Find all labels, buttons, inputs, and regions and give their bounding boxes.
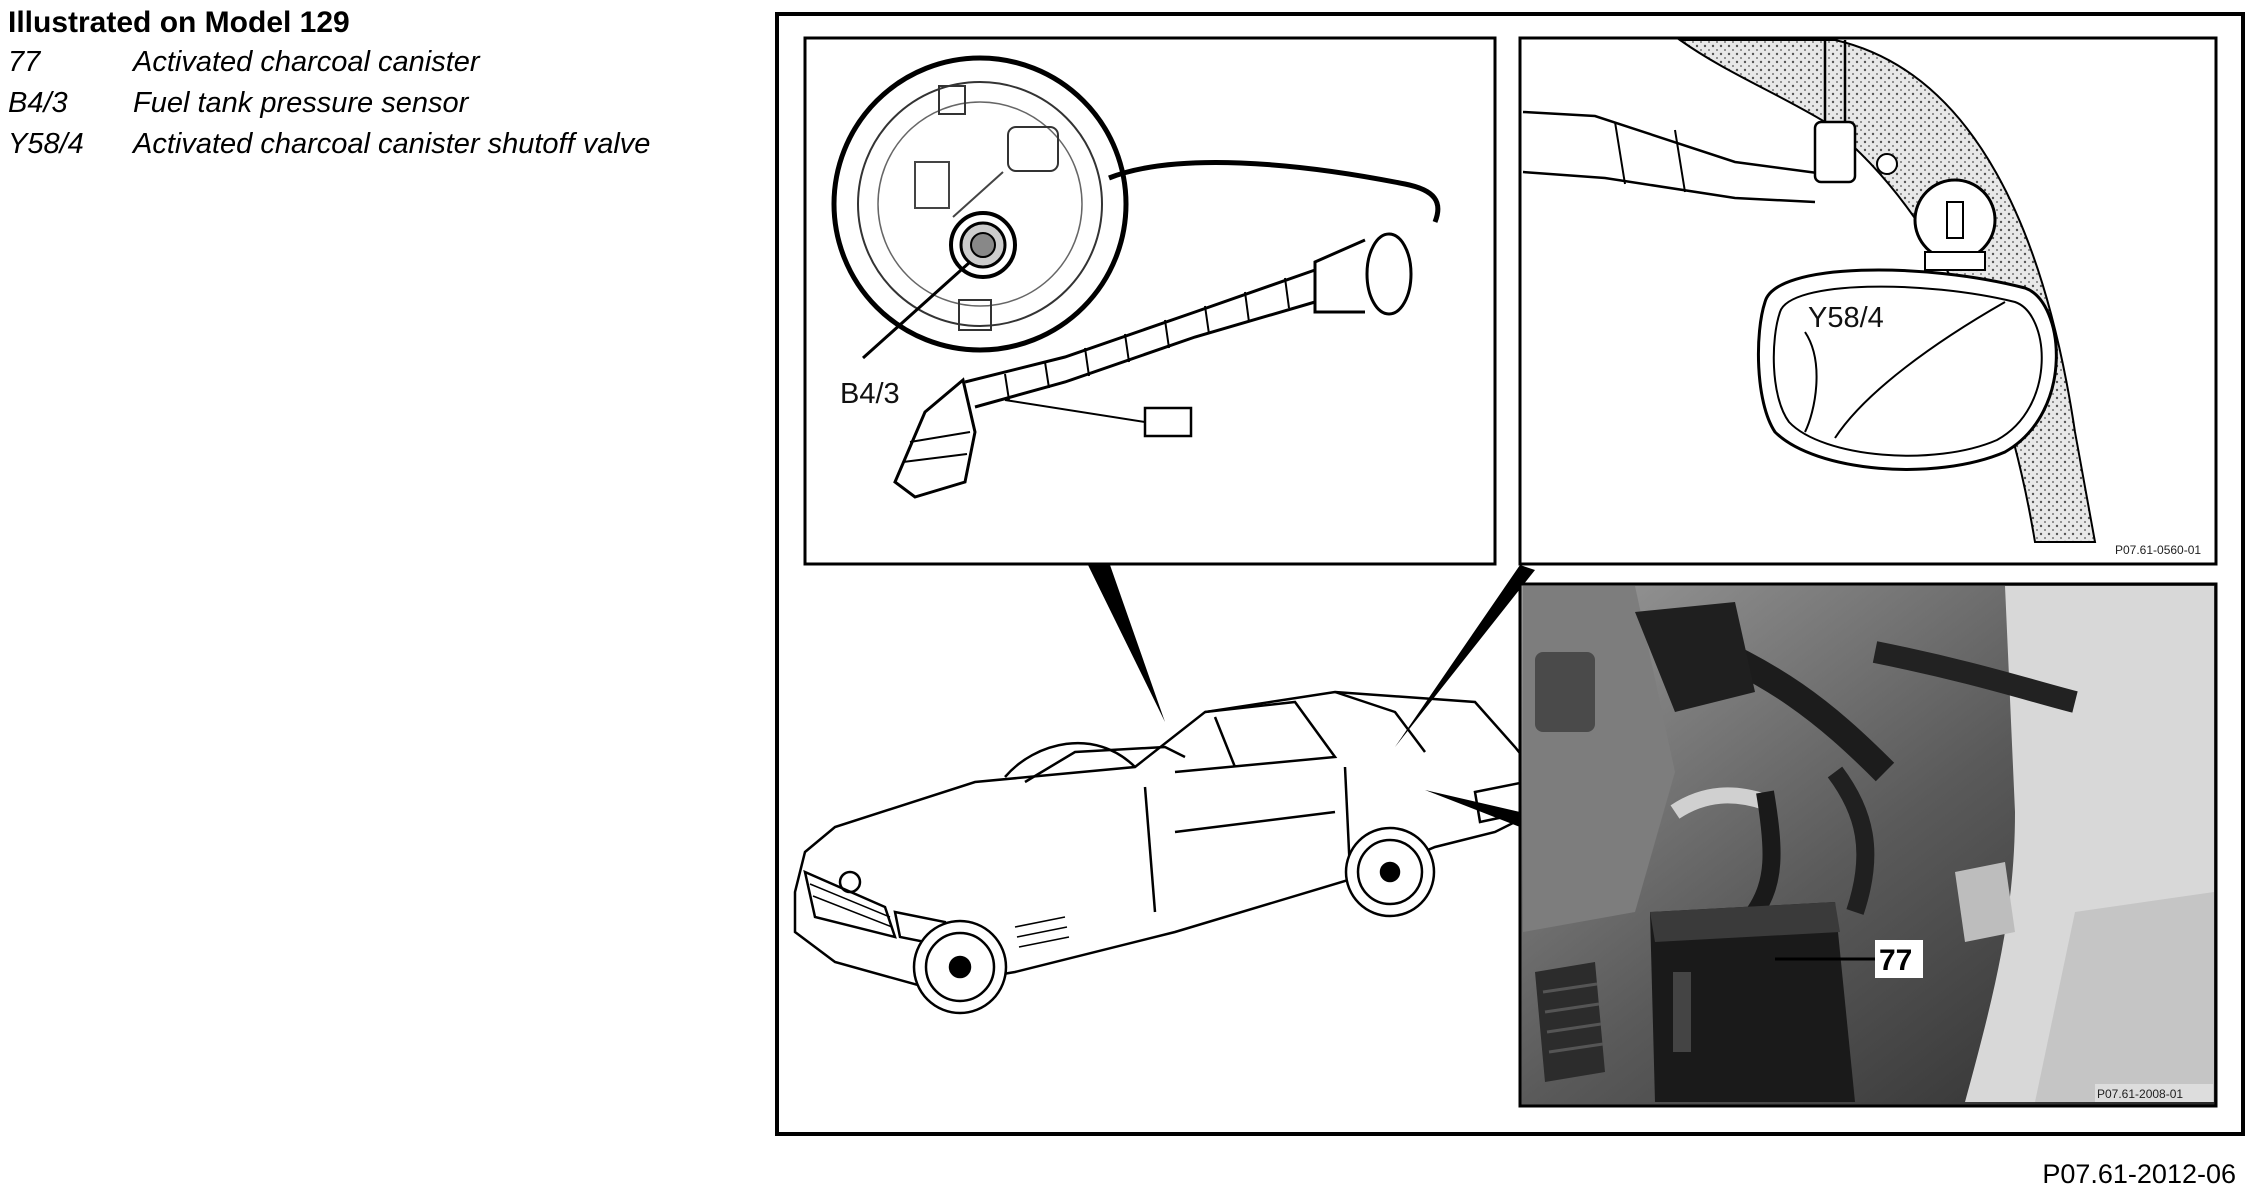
callout-shutoff-valve: Y58/4 bbox=[1808, 302, 1884, 334]
figure-code: P07.61-2012-06 bbox=[2042, 1159, 2236, 1189]
detail-top-code: P07.61-0560-01 bbox=[2115, 543, 2201, 557]
figure-frame bbox=[775, 12, 2245, 1136]
car-outline bbox=[793, 690, 1537, 1015]
pointer-wedge bbox=[1395, 565, 1535, 747]
legend-code: 77 bbox=[8, 46, 41, 78]
legend-description: Fuel tank pressure sensor bbox=[133, 87, 469, 119]
legend-code: Y58/4 bbox=[8, 128, 84, 160]
legend-item: Y58/4 Activated charcoal canister shutof… bbox=[8, 124, 708, 165]
legend: Illustrated on Model 129 77 Activated ch… bbox=[8, 4, 708, 165]
legend-code: B4/3 bbox=[8, 87, 68, 119]
detail-canister-photo: 77 P07.61-2008-01 bbox=[1518, 582, 2218, 1108]
detail-photo-code: P07.61-2008-01 bbox=[2097, 1087, 2183, 1101]
legend-description: Activated charcoal canister shutoff valv… bbox=[133, 128, 651, 160]
legend-item: B4/3 Fuel tank pressure sensor bbox=[8, 83, 708, 124]
legend-title: Illustrated on Model 129 bbox=[8, 6, 350, 39]
detail-pressure-sensor: B4/3 bbox=[803, 36, 1497, 566]
legend-item: 77 Activated charcoal canister bbox=[8, 42, 708, 83]
callout-pressure-sensor: B4/3 bbox=[840, 378, 900, 410]
pointer-wedge bbox=[1425, 790, 1520, 827]
callout-canister: 77 bbox=[1879, 944, 1912, 977]
detail-shutoff-valve: Y58/4 P07.61-0560-01 bbox=[1518, 36, 2218, 566]
figure-illustration: B4/3 Y58/4 P07.61-0560-01 bbox=[793, 36, 2218, 1108]
pointer-wedge bbox=[1088, 565, 1165, 722]
legend-description: Activated charcoal canister bbox=[133, 46, 480, 78]
